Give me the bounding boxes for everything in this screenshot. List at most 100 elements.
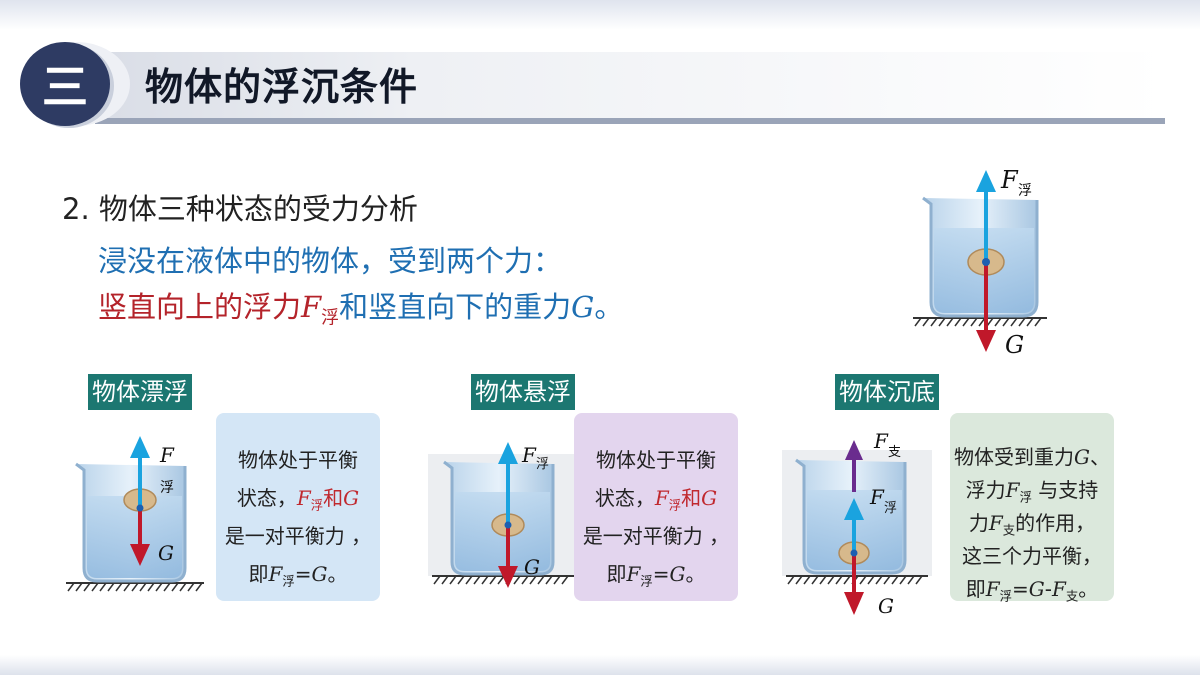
support-subscript: 支 [1002, 522, 1016, 538]
box-line: 是一对平衡力 ， [582, 524, 730, 548]
label-F-sub: 浮 [884, 501, 897, 516]
label-F-sub: 浮 [536, 457, 549, 472]
buoyancy-symbol: F [1005, 478, 1020, 502]
title-shade [95, 52, 1165, 118]
section-heading: 2. 物体三种状态的受力分析 [62, 192, 418, 226]
gravity-arrow [844, 553, 864, 615]
gravity-symbol: G [701, 486, 718, 510]
page-title: 物体的浮沉条件 [145, 65, 419, 109]
label-G: G [878, 594, 894, 618]
floating-figure: F 浮 G [66, 436, 204, 592]
label-F-sub: 浮 [160, 480, 174, 496]
text-fragment: 与支持 [1031, 478, 1099, 502]
buoyancy-arrow [130, 436, 150, 508]
buoyancy-symbol: F [654, 486, 669, 510]
label-F-support: F [873, 429, 889, 453]
buoyancy-arrow [498, 442, 518, 525]
label-F-support-sub: 支 [888, 445, 901, 460]
sinking-explanation-box: 物体受到重力G、 浮力F浮 与支持 力F支的作用， 这三个力平衡， 即F浮=G-… [950, 413, 1114, 604]
label-F-sub: 浮 [1018, 183, 1032, 199]
buoyancy-symbol: F [985, 577, 1000, 601]
label-G: G [524, 555, 540, 579]
buoyancy-symbol: F [268, 562, 283, 586]
period: 。 [594, 290, 624, 324]
buoyancy-arrow [844, 498, 864, 553]
ground-hatching [66, 582, 204, 592]
beaker [75, 462, 187, 583]
buoyancy-symbol: F [301, 290, 322, 324]
support-subscript: 支 [1065, 588, 1079, 604]
gravity-arrow [130, 508, 150, 566]
downward-gravity-text: 竖直向下的重力 [368, 290, 572, 324]
and-text: 和 [681, 486, 702, 510]
box-line: 这三个力平衡， [962, 544, 1102, 568]
gravity-symbol: G [1028, 577, 1045, 601]
top-gradient-band [0, 0, 1200, 30]
period: 。 [327, 562, 348, 586]
buoyancy-subscript: 浮 [668, 497, 682, 513]
gravity-symbol: G [669, 562, 686, 586]
gravity-symbol: G [1074, 445, 1090, 469]
floating-explanation-box: 物体处于平衡 状态，F浮和G 是一对平衡力 ， 即F浮=G。 [216, 413, 380, 601]
minus-sign: - [1044, 577, 1052, 601]
equals-sign: = [652, 562, 670, 586]
text-fragment: 即 [606, 562, 627, 586]
section-number-badge: 三 [20, 42, 110, 126]
bottom-gradient-band [0, 655, 1200, 675]
support-symbol: F [1051, 577, 1066, 601]
suspended-explanation-box: 物体处于平衡 状态，F浮和G 是一对平衡力 ， 即F浮=G。 [574, 413, 738, 601]
buoyancy-subscript: 浮 [999, 588, 1013, 604]
intro-line-1: 浸没在液体中的物体，受到两个力： [98, 244, 563, 278]
box-line: 物体处于平衡 [596, 448, 716, 472]
label-suspended: 物体悬浮 [471, 374, 575, 410]
buoyancy-subscript: 浮 [282, 573, 295, 589]
punctuation: 、 [1089, 445, 1110, 469]
intro-line-2: 竖直向上的浮力F浮和竖直向下的重力G。 [98, 284, 623, 329]
label-floating: 物体漂浮 [88, 374, 192, 410]
sinking-figure: F 支 F 浮 G [782, 429, 932, 618]
box-line: 物体受到重力G、 [950, 441, 1114, 470]
buoyancy-subscript: 浮 [321, 307, 340, 329]
suspended-figure: F 浮 G [428, 442, 578, 588]
equals-sign: = [294, 562, 312, 586]
period: 。 [685, 562, 706, 586]
box-line: 即F浮=G。 [574, 558, 738, 589]
support-force-arrow [845, 440, 863, 492]
period: 。 [1078, 577, 1099, 601]
label-F: F [1000, 166, 1019, 194]
text-fragment: 状态， [236, 486, 297, 510]
gravity-symbol: G [343, 486, 360, 510]
text-fragment: 浮力 [965, 478, 1006, 502]
gravity-symbol: G [571, 290, 595, 324]
upward-buoyancy-text: 竖直向上的浮力 [98, 290, 302, 324]
text-fragment: 力 [968, 511, 989, 535]
buoyancy-symbol: F [626, 562, 641, 586]
box-line: 状态，F浮和G [216, 482, 380, 513]
buoyancy-subscript: 浮 [310, 497, 324, 513]
gravity-arrow [976, 262, 996, 352]
gravity-arrow [498, 525, 518, 588]
box-line: 浮力F浮 与支持 [950, 474, 1114, 505]
immersed-object-figure: F 浮 G [913, 166, 1047, 359]
text-fragment: 即 [248, 562, 269, 586]
ground-hatching [432, 575, 574, 585]
box-line: 即F浮=G-F支。 [950, 573, 1114, 604]
box-line: 力F支的作用， [950, 507, 1114, 538]
label-F: F [521, 443, 537, 467]
box-line: 即F浮=G。 [216, 558, 380, 589]
label-G: G [1005, 331, 1024, 359]
box-line: 物体处于平衡 [238, 448, 358, 472]
and-text: 和 [339, 290, 369, 324]
ground-hatching [913, 317, 1047, 327]
text-fragment: 物体受到重力 [954, 445, 1074, 469]
ground-hatching [786, 575, 928, 585]
label-sinking: 物体沉底 [835, 374, 939, 410]
title-underline [95, 118, 1165, 124]
gravity-symbol: G [311, 562, 328, 586]
label-G: G [158, 541, 174, 565]
label-F: F [869, 485, 885, 509]
and-text: 和 [323, 486, 344, 510]
support-symbol: F [988, 511, 1003, 535]
text-fragment: 的作用， [1015, 511, 1096, 535]
buoyancy-symbol: F [296, 486, 311, 510]
